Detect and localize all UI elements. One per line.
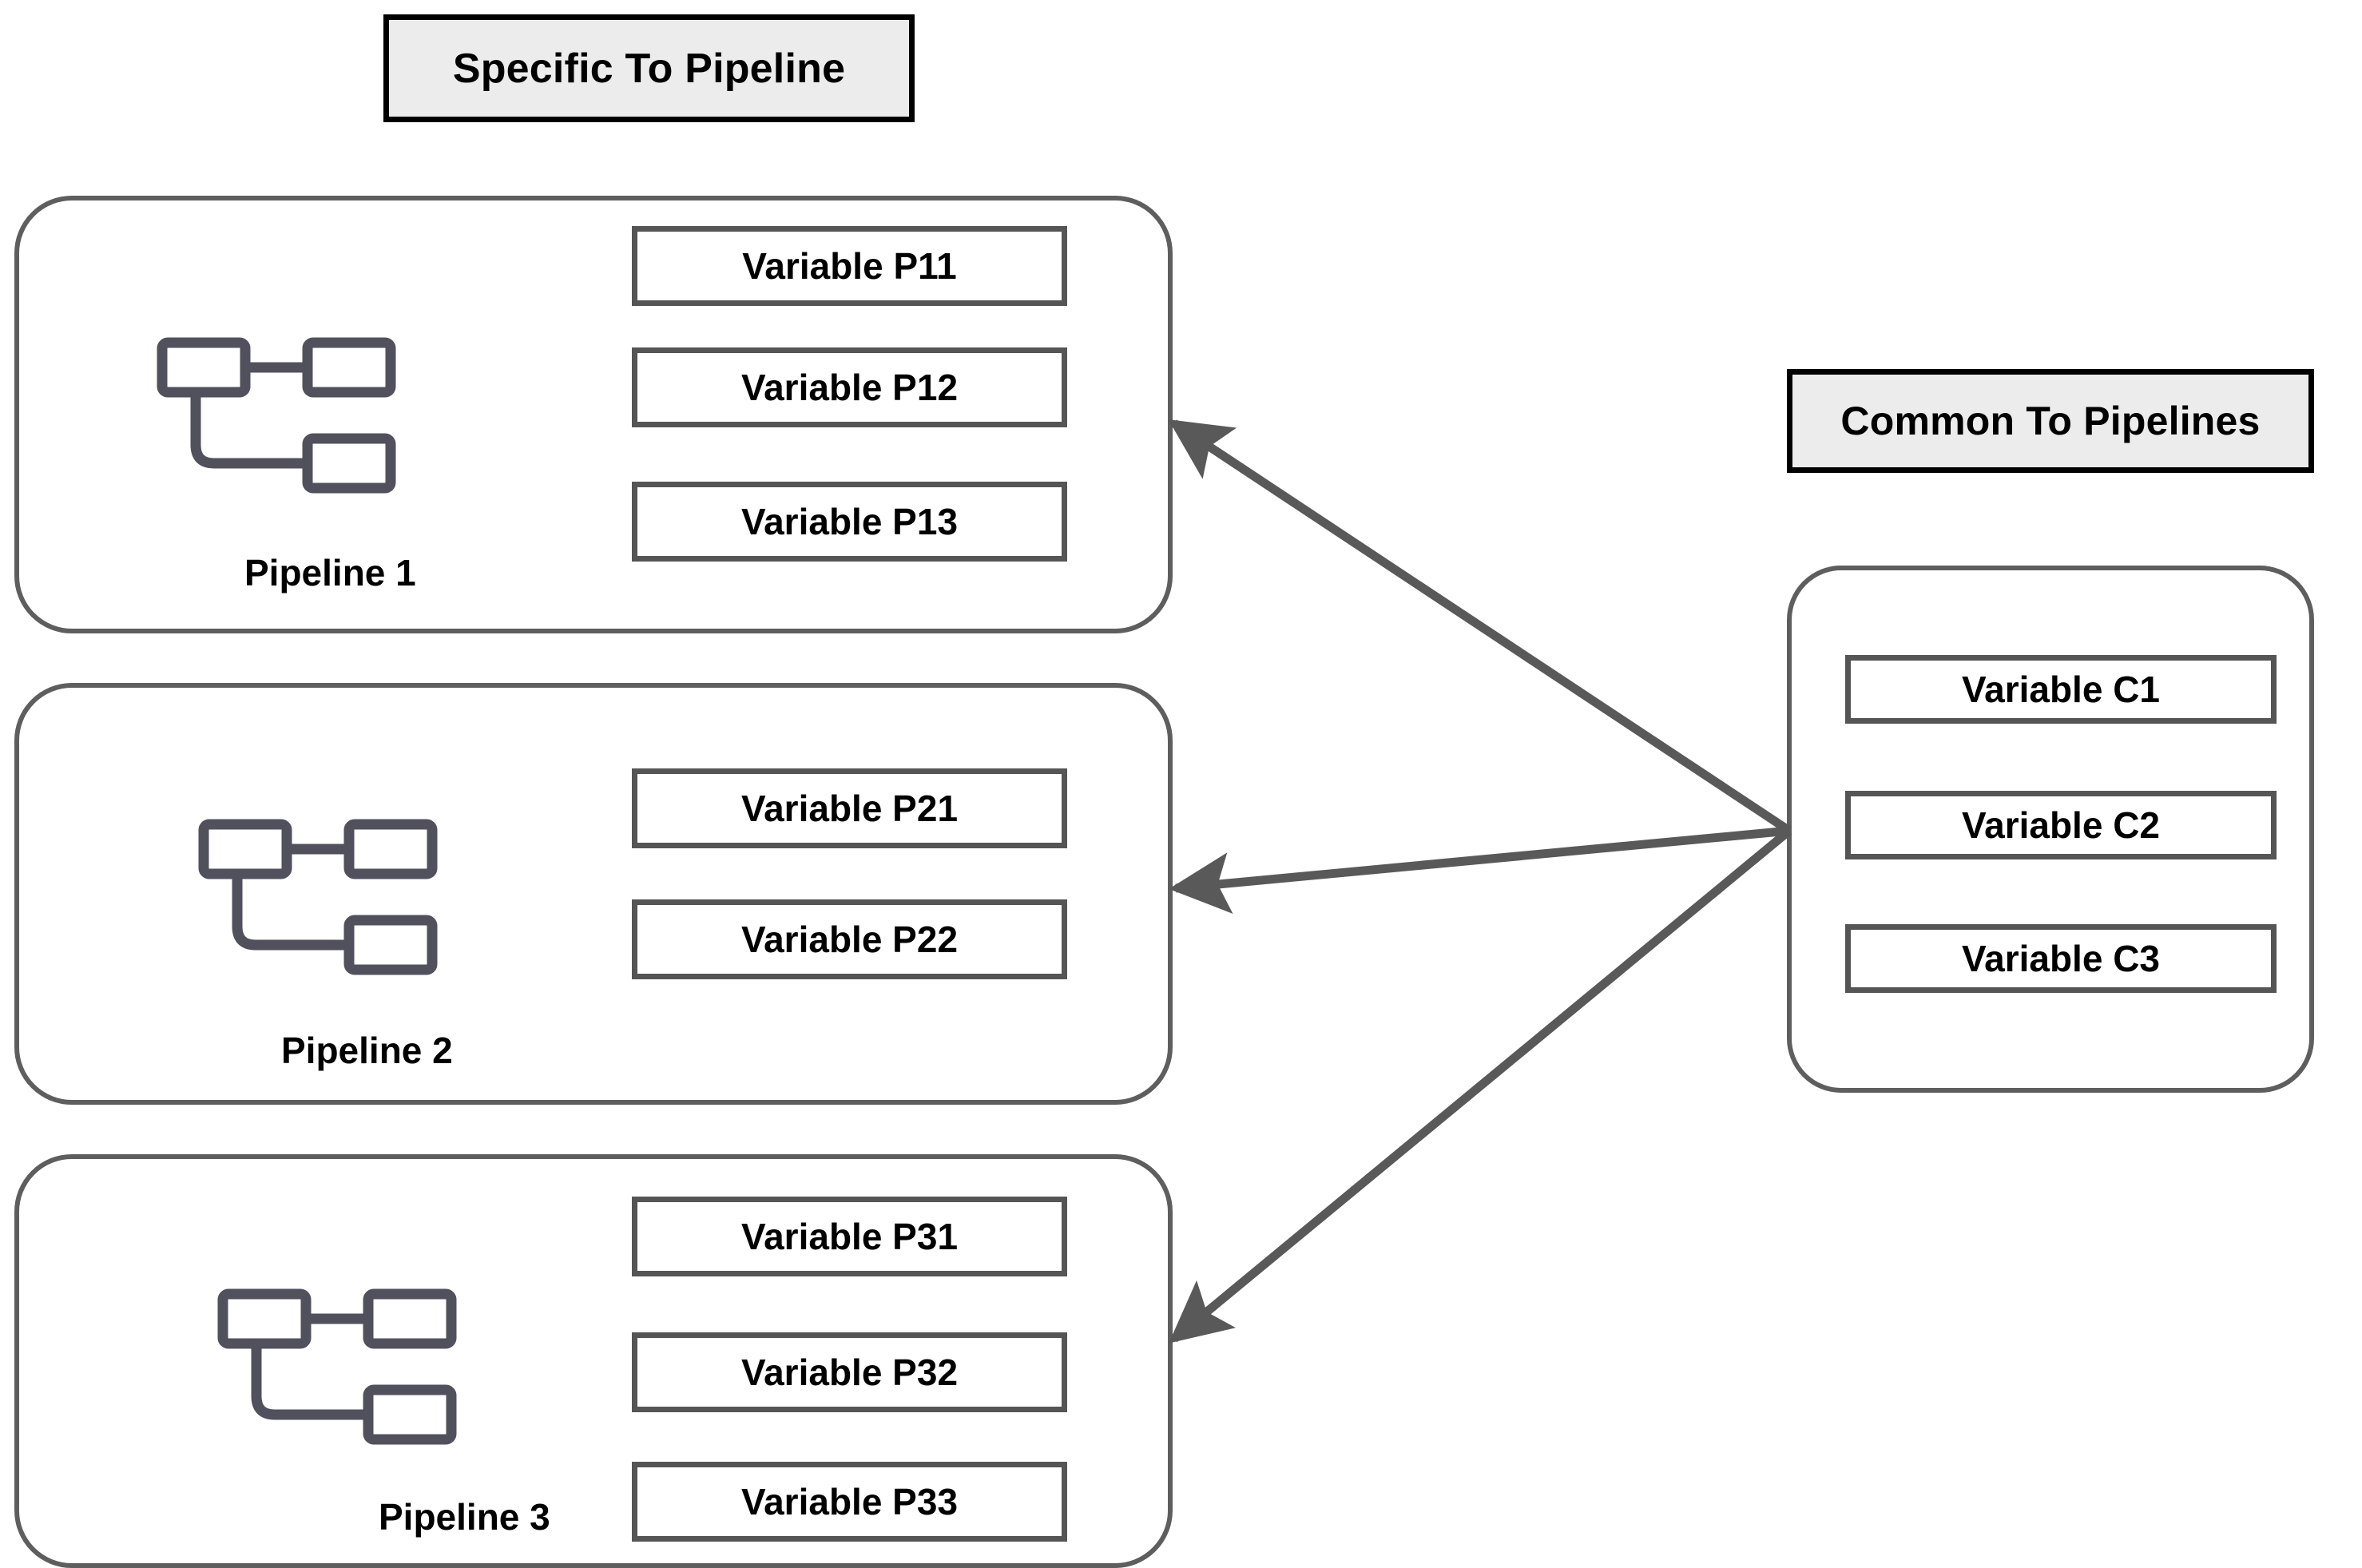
- arrow-common-to-pipeline-3: [1169, 827, 1792, 1344]
- variable-box-p13[interactable]: Variable P13: [632, 482, 1067, 562]
- section-header-common-to-pipelines: Common To Pipelines: [1787, 369, 2314, 473]
- variable-box-p12[interactable]: Variable P12: [632, 347, 1067, 427]
- pipeline-flow-icon-2: [198, 819, 438, 975]
- variable-box-p22[interactable]: Variable P22: [632, 899, 1067, 979]
- pipeline-caption-2: Pipeline 2: [281, 1030, 453, 1071]
- arrow-common-to-pipeline-1: [1168, 419, 1792, 835]
- section-header-specific-to-pipeline: Specific To Pipeline: [383, 14, 915, 122]
- variable-box-p33[interactable]: Variable P33: [632, 1462, 1067, 1542]
- variable-box-c1[interactable]: Variable C1: [1845, 655, 2277, 724]
- variable-box-p31[interactable]: Variable P31: [632, 1197, 1067, 1276]
- variable-box-c2[interactable]: Variable C2: [1845, 791, 2277, 859]
- pipeline-group-2[interactable]: [14, 683, 1173, 1105]
- variable-box-c3[interactable]: Variable C3: [1845, 924, 2277, 993]
- variable-box-p11[interactable]: Variable P11: [632, 226, 1067, 306]
- pipeline-flow-icon-3: [217, 1288, 457, 1445]
- pipeline-caption-1: Pipeline 1: [244, 552, 416, 593]
- pipeline-caption-3: Pipeline 3: [379, 1496, 550, 1538]
- variable-box-p21[interactable]: Variable P21: [632, 768, 1067, 848]
- variable-box-p32[interactable]: Variable P32: [632, 1332, 1067, 1412]
- pipeline-flow-icon-1: [157, 337, 396, 494]
- arrow-common-to-pipeline-2: [1169, 826, 1790, 914]
